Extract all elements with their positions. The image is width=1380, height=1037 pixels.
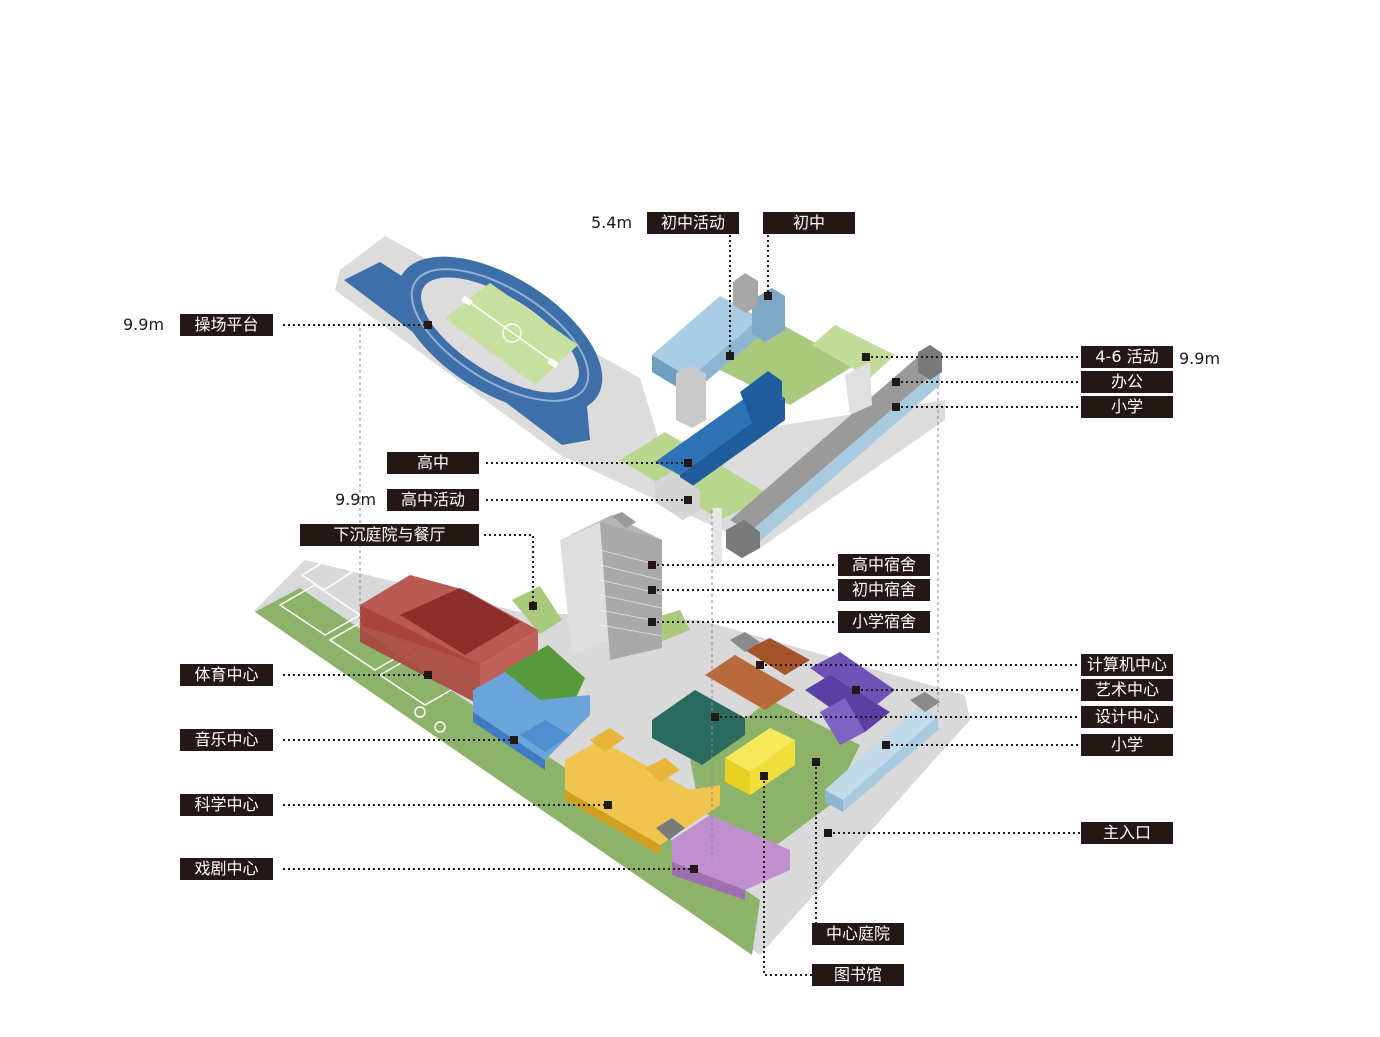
label-junior-activity: 初中活动 [647, 212, 739, 234]
square-dot-icon [760, 772, 768, 780]
label-senior-dorm: 高中宿舍 [838, 554, 930, 576]
upper-gray-tower [676, 365, 706, 428]
square-dot-icon [648, 618, 656, 626]
square-dot-icon [424, 671, 432, 679]
square-dot-icon [711, 713, 719, 721]
label-junior-dorm: 初中宿舍 [838, 579, 930, 601]
square-dot-icon [852, 686, 860, 694]
bridge-pillar [712, 508, 722, 566]
upper-level [335, 236, 945, 566]
junior-building [652, 273, 785, 395]
science-center-building [565, 728, 720, 855]
design-center-building [652, 690, 745, 765]
square-dot-icon [756, 661, 764, 669]
square-dot-icon [684, 459, 692, 467]
leader-dots [424, 292, 900, 873]
label-design-center: 设计中心 [1081, 706, 1173, 728]
upper-lawn-4-6 [812, 325, 895, 378]
lower-level [255, 512, 970, 955]
senior-activity-block [655, 472, 700, 520]
label-sunken-courtyard-dining: 下沉庭院与餐厅 [300, 524, 479, 546]
elevation-playground: 9.9m [123, 315, 165, 334]
running-track [344, 256, 603, 445]
office-primary-bar [726, 345, 942, 558]
square-dot-icon [529, 602, 537, 610]
label-computer-center: 计算机中心 [1081, 654, 1173, 676]
label-central-courtyard: 中心庭院 [812, 923, 904, 945]
square-dot-icon [648, 586, 656, 594]
library-building [725, 728, 795, 795]
label-senior-activity: 高中活动 [387, 489, 479, 511]
label-4-6-activity: 4-6 活动 [1081, 346, 1173, 368]
square-dot-icon [882, 741, 890, 749]
square-dot-icon [604, 801, 612, 809]
elevation-junior-activity: 5.4m [591, 213, 633, 232]
square-dot-icon [424, 321, 432, 329]
upper-left-courts [300, 557, 354, 591]
label-art-center: 艺术中心 [1081, 679, 1173, 701]
square-dot-icon [690, 865, 698, 873]
leader-lines [283, 235, 1080, 976]
label-drama-center: 戏剧中心 [180, 858, 273, 880]
square-dot-icon [824, 829, 832, 837]
square-dot-icon [892, 378, 900, 386]
label-music-center: 音乐中心 [180, 729, 273, 751]
label-science-center: 科学中心 [180, 794, 273, 816]
label-junior: 初中 [763, 212, 855, 234]
label-primary-lower: 小学 [1081, 734, 1173, 756]
square-dot-icon [764, 292, 772, 300]
label-senior: 高中 [387, 452, 479, 474]
label-primary-dorm: 小学宿舍 [838, 611, 930, 633]
label-sports-center: 体育中心 [180, 664, 273, 686]
square-dot-icon [510, 736, 518, 744]
square-dot-icon [862, 353, 870, 361]
square-dot-icon [726, 352, 734, 360]
elevation-4-6-activity: 9.9m [1179, 349, 1221, 368]
primary-lower-building [825, 692, 940, 812]
lower-green-strip [255, 588, 760, 955]
senior-building [655, 371, 785, 495]
label-main-entrance: 主入口 [1081, 822, 1173, 844]
computer-center-building [705, 632, 810, 710]
square-dot-icon [684, 496, 692, 504]
square-dot-icon [892, 403, 900, 411]
label-primary-upper: 小学 [1081, 396, 1173, 418]
label-playground-platform: 操场平台 [180, 314, 273, 336]
dorm-tower [560, 512, 663, 660]
elevation-senior-activity: 9.9m [335, 490, 377, 509]
label-office: 办公 [1081, 371, 1173, 393]
square-dot-icon [648, 561, 656, 569]
art-center-building [805, 652, 895, 745]
square-dot-icon [812, 758, 820, 766]
vertical-guides [359, 322, 939, 860]
label-library: 图书馆 [812, 964, 904, 986]
